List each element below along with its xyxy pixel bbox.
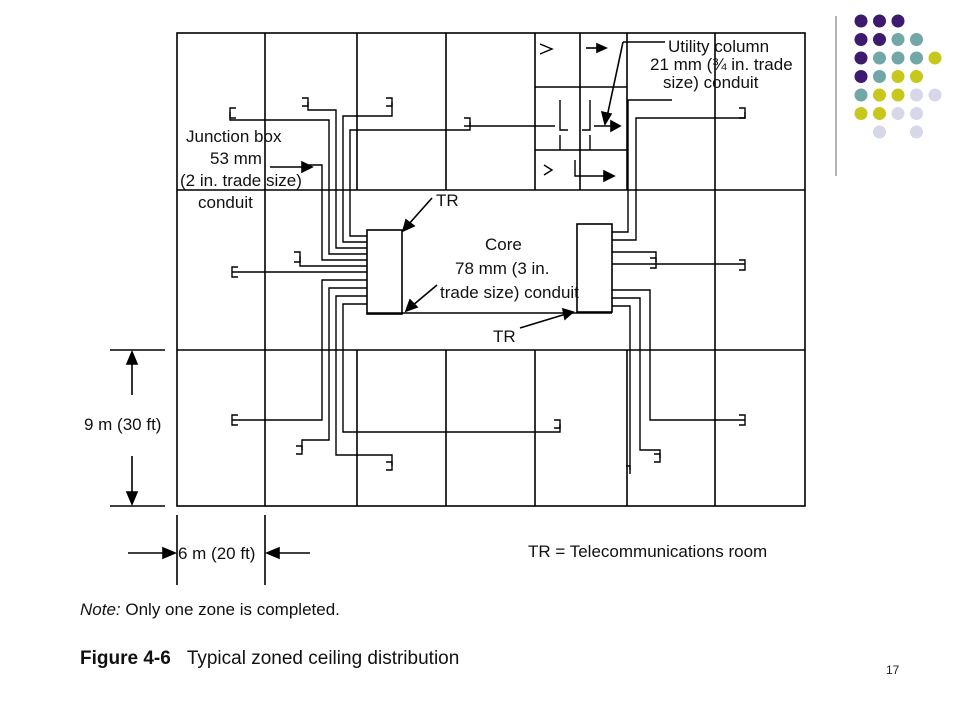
decorative-dot <box>854 88 868 102</box>
note-body: Only one zone is completed. <box>120 600 340 619</box>
core-label-3: trade size) conduit <box>440 283 579 302</box>
decorative-dot <box>873 51 886 65</box>
decorative-dot <box>891 51 905 65</box>
core-label-1: Core <box>485 235 522 254</box>
junction-box-label-4: conduit <box>198 193 253 212</box>
tr-legend: TR = Telecommunications room <box>528 542 767 561</box>
width-dimension-label: 6 m (20 ft) <box>178 544 255 563</box>
decorative-dot <box>854 70 868 83</box>
decorative-dot <box>910 107 923 120</box>
core-label-2: 78 mm (3 in. <box>455 259 549 278</box>
decorative-dot <box>873 125 886 139</box>
decorative-dot <box>873 70 886 83</box>
decorative-dot-grid <box>854 14 942 139</box>
decorative-dot <box>854 107 868 120</box>
decorative-dot <box>873 88 886 102</box>
decorative-dot <box>928 51 942 65</box>
decorative-dot <box>891 88 905 102</box>
tr-room-right <box>576 223 613 313</box>
figure-title: Typical zoned ceiling distribution <box>186 648 460 669</box>
decorative-dot <box>854 51 868 65</box>
dimension-markers <box>110 349 310 585</box>
conduit-runs <box>229 43 746 470</box>
decorative-dot <box>891 33 905 46</box>
diagram-labels: Utility column 21 mm (¾ in. trade size) … <box>84 37 793 563</box>
page-number: 17 <box>886 663 900 677</box>
figure-number: Figure 4-6 <box>80 648 171 669</box>
pointer-arrows <box>270 41 665 329</box>
tr-label-bottom: TR <box>493 327 516 346</box>
decorative-dot <box>910 88 923 102</box>
decorative-dot <box>928 88 942 102</box>
decorative-dot <box>854 14 868 28</box>
tr-room-left <box>366 229 403 315</box>
decorative-dot <box>873 33 886 46</box>
junction-box-label-1: Junction box <box>186 127 282 146</box>
height-dimension-label: 9 m (30 ft) <box>84 415 161 434</box>
decorative-dot <box>873 107 886 120</box>
decorative-dot <box>891 70 905 83</box>
floor-grid <box>176 32 806 507</box>
decorative-dot <box>891 14 905 28</box>
figure-caption: Figure 4-6 Typical zoned ceiling distribu… <box>80 648 459 670</box>
utility-column-label-1: Utility column <box>668 37 769 56</box>
decorative-dot <box>910 33 923 46</box>
decorative-dot <box>910 125 923 139</box>
note-text: Note: Only one zone is completed. <box>80 600 340 620</box>
core-area <box>366 223 613 315</box>
outlet-ticks <box>229 97 746 474</box>
decorative-dot <box>910 70 923 83</box>
utility-column-label-3: size) conduit <box>663 73 759 92</box>
utility-column-label-2: 21 mm (¾ in. trade <box>650 55 793 74</box>
decorative-dot <box>873 14 886 28</box>
junction-box-label-2: 53 mm <box>210 149 262 168</box>
junction-box-label-3: (2 in. trade size) <box>180 171 302 190</box>
tr-label-top: TR <box>436 191 459 210</box>
decorative-dot <box>891 107 905 120</box>
note-prefix: Note: <box>80 600 121 619</box>
decorative-dot <box>854 33 868 46</box>
decorative-dot <box>910 51 923 65</box>
